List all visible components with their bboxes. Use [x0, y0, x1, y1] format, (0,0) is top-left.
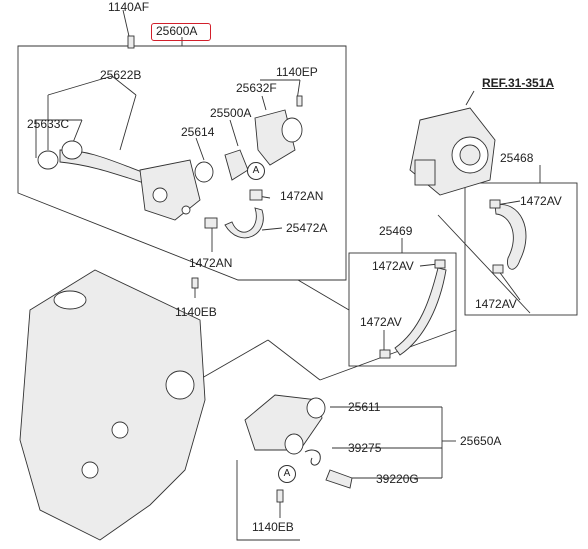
- label-1472an-a: 1472AN: [280, 189, 324, 203]
- label-1472av-d: 1472AV: [360, 315, 402, 329]
- label-1140eb-top: 1140EB: [175, 305, 217, 319]
- group-box-25468: [464, 182, 578, 316]
- label-39275: 39275: [348, 441, 382, 455]
- label-ref-31-351a: REF.31-351A: [482, 76, 555, 90]
- label-25622b: 25622B: [100, 68, 142, 82]
- label-25611: 25611: [348, 400, 381, 414]
- group-box-bottom: [236, 460, 300, 541]
- label-25632f: 25632F: [236, 81, 277, 95]
- label-25469: 25469: [379, 224, 413, 238]
- label-1140ep: 1140EP: [276, 65, 318, 79]
- label-1472av-a: 1472AV: [520, 194, 562, 208]
- label-1472an-b: 1472AN: [189, 256, 233, 270]
- callout-a-top: A: [247, 162, 265, 180]
- label-1140af: 1140AF: [108, 0, 150, 14]
- callout-a-bottom: A: [278, 465, 296, 483]
- label-25600a: 25600A: [156, 24, 198, 38]
- label-25500a: 25500A: [210, 106, 252, 120]
- label-25468: 25468: [500, 151, 534, 165]
- label-1472av-c: 1472AV: [475, 297, 517, 311]
- label-25614: 25614: [181, 125, 215, 139]
- label-25472a: 25472A: [286, 221, 328, 235]
- group-box-top: [17, 37, 347, 281]
- label-25633c: 25633C: [27, 117, 70, 131]
- label-1472av-b: 1472AV: [372, 259, 414, 273]
- label-25650a: 25650A: [460, 434, 502, 448]
- label-1140eb-bottom: 1140EB: [252, 520, 294, 534]
- label-39220g: 39220G: [376, 472, 419, 486]
- highlight-25600a: [151, 23, 211, 41]
